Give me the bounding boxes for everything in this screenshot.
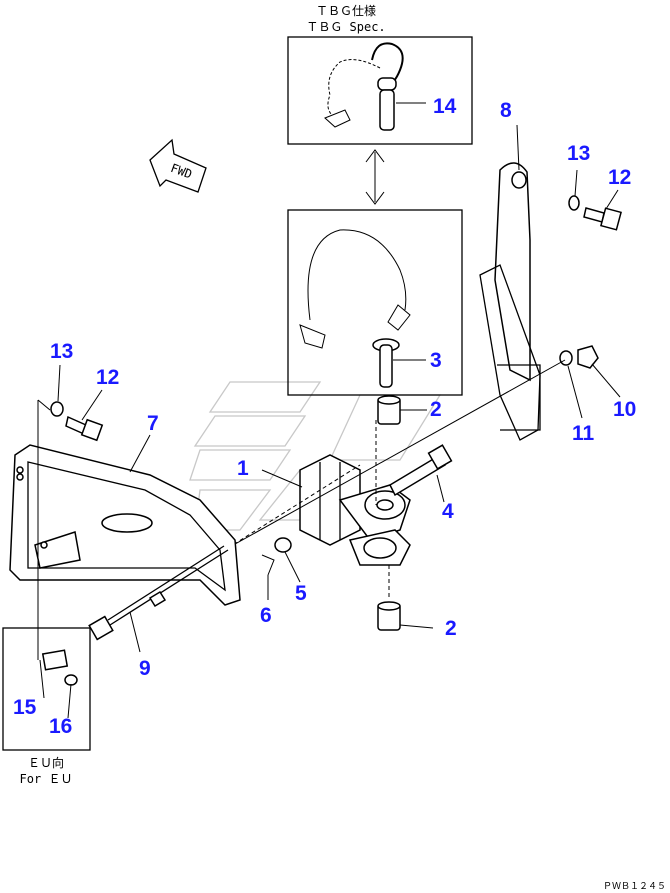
long-bolt-9 [88,545,229,653]
callout-1: 1 [237,457,249,480]
callout-12-right: 12 [608,166,631,189]
nut-5 [274,537,301,583]
drawing-code: ＰＷＢ１２４５ [603,882,666,892]
tbg-caption-jp: ＴＢＧ仕様 [316,4,376,18]
bolt-12-right [583,189,622,231]
bolt-12-left [65,389,104,442]
callout-16: 16 [49,715,72,738]
std-pin-box [287,209,463,396]
callout-10: 10 [613,398,636,421]
washer-13-right [568,169,580,211]
callout-6: 6 [260,604,272,627]
interchange-arrow [365,149,385,205]
washer-13-left [50,364,64,417]
fwd-label: FWD [169,161,194,182]
callout-8: 8 [500,99,512,122]
hitch-bracket [261,420,411,566]
callout-13-right: 13 [567,142,590,165]
callout-11: 11 [572,422,595,445]
bushing-lower [377,565,434,631]
nut-10 [577,345,621,398]
link-arm [479,124,541,441]
tie-rod [227,359,566,549]
callout-2-upper: 2 [430,398,442,421]
callout-3: 3 [430,349,442,372]
tbg-spec-box: ＴＢＧ仕様 ＴＢＧ Spec. [287,4,473,145]
bolt-4 [389,444,453,503]
callout-4: 4 [442,500,454,523]
callout-13-left: 13 [50,340,73,363]
cotter-pin-6 [261,554,275,600]
fwd-arrow-icon: FWD [149,138,207,193]
bushing-upper [377,395,427,425]
eu-caption-en: For ＥＵ [20,772,73,786]
callout-2-lower: 2 [445,617,457,640]
callout-7: 7 [147,412,159,435]
callout-15: 15 [13,696,37,719]
eu-caption-jp: ＥＵ向 [28,755,64,770]
callout-9: 9 [139,657,151,680]
callout-5: 5 [295,582,307,605]
callout-14: 14 [433,95,457,118]
callout-12-left: 12 [96,366,119,389]
mounting-plate [9,434,241,606]
tbg-caption-en: ＴＢＧ Spec. [306,20,385,34]
eu-spec-box: ＥＵ向 For ＥＵ [2,627,91,786]
